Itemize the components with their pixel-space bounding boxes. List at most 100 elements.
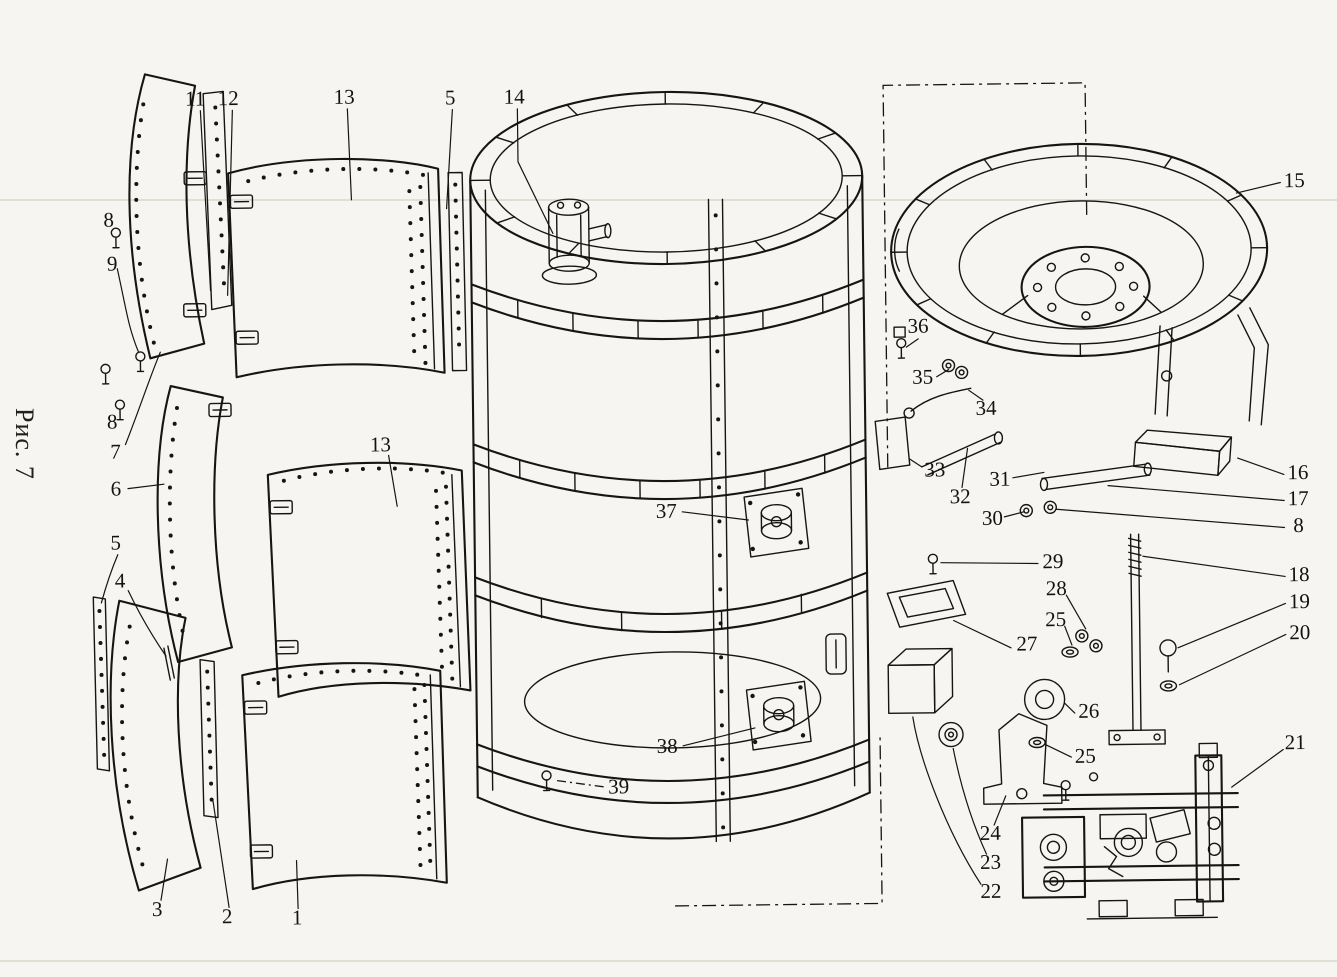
part-label-32: 32: [949, 484, 970, 508]
part-label-13-mid: 13: [370, 432, 391, 456]
bushing-26: [1023, 678, 1066, 721]
part-label-25-lower: 25: [1075, 744, 1096, 768]
hinge-bracket: [269, 499, 293, 515]
part-label-16: 16: [1287, 460, 1308, 484]
threaded-rod-18: [1108, 533, 1166, 746]
bracket-24: [982, 713, 1063, 805]
ring-segment-ticks: [890, 143, 1268, 357]
construction-line-ring: [882, 82, 1088, 468]
washer-25b: [1028, 736, 1046, 749]
nut-35b: [954, 365, 969, 380]
hardware-cluster: [874, 326, 1178, 805]
cylinder-frame: [469, 90, 871, 843]
part-label-1: 1: [292, 905, 303, 929]
bolt-glyph: [135, 351, 146, 373]
part-label-5-top: 5: [445, 85, 456, 109]
bolt-glyph: [100, 363, 111, 385]
part-label-8-right: 8: [1293, 513, 1304, 537]
part-label-37: 37: [656, 499, 677, 523]
part-label-13-top: 13: [334, 85, 355, 109]
part-label-12: 12: [218, 86, 239, 110]
part-label-8-mid: 8: [107, 410, 118, 434]
hinge-bracket: [275, 639, 299, 655]
part-label-24: 24: [980, 821, 1002, 845]
stiffener-bands: [470, 278, 871, 805]
part-label-20: 20: [1289, 620, 1310, 644]
edge-strip-5-top: [447, 171, 468, 372]
flag-36: [893, 326, 906, 338]
center-flange: [1002, 245, 1162, 328]
plate-33: [874, 416, 911, 471]
nut-28b: [1089, 639, 1103, 653]
nut-23: [944, 727, 958, 742]
part-labels: 8 9 11 12 13 5 14 15 8 7 6 5 4 3 2 1 13 …: [103, 85, 1310, 930]
part-label-34: 34: [975, 396, 997, 420]
part-label-6: 6: [111, 476, 122, 500]
pin-31: [1039, 462, 1153, 492]
part-label-35: 35: [912, 365, 933, 389]
hinge-bracket: [183, 302, 207, 318]
part-label-29: 29: [1042, 549, 1063, 573]
panel-sheet-bottom-left: [109, 599, 202, 892]
part-label-21: 21: [1285, 730, 1306, 754]
part-label-4: 4: [115, 568, 126, 592]
drawing-body: 8 9 11 12 13 5 14 15 8 7 6 5 4 3 2 1 13 …: [92, 73, 1310, 930]
part-label-14: 14: [504, 85, 526, 109]
panel-13-middle: [266, 461, 472, 698]
bolt-29: [927, 553, 939, 575]
edge-strip-2: [199, 659, 219, 819]
part-label-22: 22: [980, 879, 1001, 903]
edge-strip-11-12: [202, 90, 233, 311]
floor-ellipse: [523, 651, 822, 749]
ring-assembly: [882, 82, 1269, 476]
part-label-28: 28: [1046, 576, 1067, 600]
top-valve-mechanism: [541, 198, 612, 285]
hinge-bracket: [249, 844, 274, 859]
hinge-pin: [163, 645, 175, 681]
part-label-33: 33: [924, 457, 945, 481]
washer-20: [1159, 680, 1178, 692]
nut-28a: [1075, 629, 1089, 643]
shell-panels-left: [92, 73, 472, 892]
gasket-frame-27: [886, 579, 967, 628]
scan-artifacts: [0, 199, 1337, 962]
ring-strap: [893, 228, 1269, 426]
part-label-2: 2: [222, 904, 233, 928]
part-label-5-mid: 5: [110, 531, 121, 555]
part-label-17: 17: [1288, 486, 1309, 510]
part-label-25-upper: 25: [1045, 607, 1066, 631]
part-label-8-topleft: 8: [103, 208, 114, 232]
part-label-30: 30: [982, 506, 1003, 530]
leader-lines: [100, 108, 1287, 910]
box-16: [1133, 429, 1233, 476]
hinge-bracket: [243, 700, 268, 715]
edge-strip-5-bottom: [92, 596, 111, 772]
part-label-3: 3: [152, 897, 163, 921]
nut-8-right: [1043, 500, 1058, 515]
part-label-31: 31: [989, 467, 1010, 491]
rod-32: [921, 431, 1004, 476]
panel-13-top: [227, 157, 446, 379]
part-label-38: 38: [657, 734, 678, 758]
panel-strip-top: [128, 73, 207, 360]
hinge-bracket: [235, 330, 259, 345]
part-label-39: 39: [608, 774, 629, 798]
part-label-11: 11: [185, 86, 206, 110]
part-label-36: 36: [907, 314, 928, 338]
pump-assembly-21: [1021, 742, 1240, 920]
part-label-23: 23: [980, 850, 1001, 874]
part-label-15: 15: [1284, 168, 1305, 192]
part-label-19: 19: [1289, 589, 1310, 613]
part-label-9: 9: [107, 252, 118, 276]
open-box-22: [887, 647, 954, 715]
figure-caption: Рис. 7: [10, 408, 39, 480]
part-label-7: 7: [110, 439, 121, 463]
construction-line-bottom: [675, 734, 883, 907]
washer-25a: [1061, 646, 1079, 658]
part-label-27: 27: [1016, 631, 1037, 655]
bolt-36: [895, 337, 907, 359]
fitting-37: [743, 487, 810, 558]
panel-strip-middle: [156, 385, 233, 664]
